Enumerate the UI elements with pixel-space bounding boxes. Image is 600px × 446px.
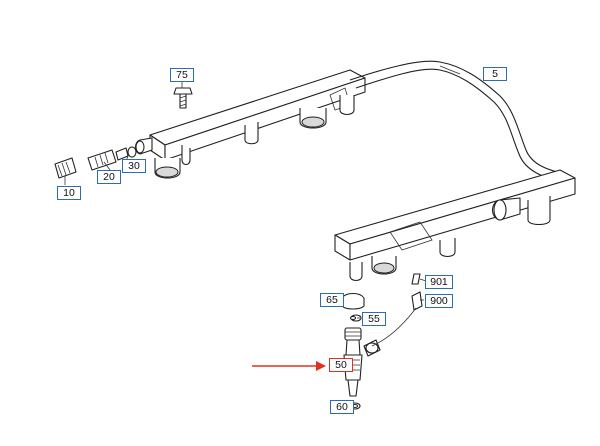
- fuel-rail-lower: [334, 169, 576, 282]
- callout-65[interactable]: 65: [320, 293, 344, 307]
- crossover-fuel-line: [349, 60, 566, 183]
- injector-assembly-parts: [341, 273, 423, 410]
- pressure-sensor-part: [54, 146, 137, 179]
- callout-30[interactable]: 30: [122, 159, 146, 173]
- callout-50[interactable]: 50: [329, 358, 353, 372]
- callout-10[interactable]: 10: [57, 186, 81, 200]
- callout-20[interactable]: 20: [97, 170, 121, 184]
- fuel-rail-upper: [134, 69, 366, 179]
- pointer-arrow: [252, 361, 326, 371]
- bolt-part: [173, 87, 193, 109]
- callout-901[interactable]: 901: [425, 275, 453, 289]
- callout-900[interactable]: 900: [425, 294, 453, 308]
- callout-75[interactable]: 75: [170, 68, 194, 82]
- callout-55[interactable]: 55: [362, 312, 386, 326]
- callout-60[interactable]: 60: [330, 400, 354, 414]
- callout-5[interactable]: 5: [483, 67, 507, 81]
